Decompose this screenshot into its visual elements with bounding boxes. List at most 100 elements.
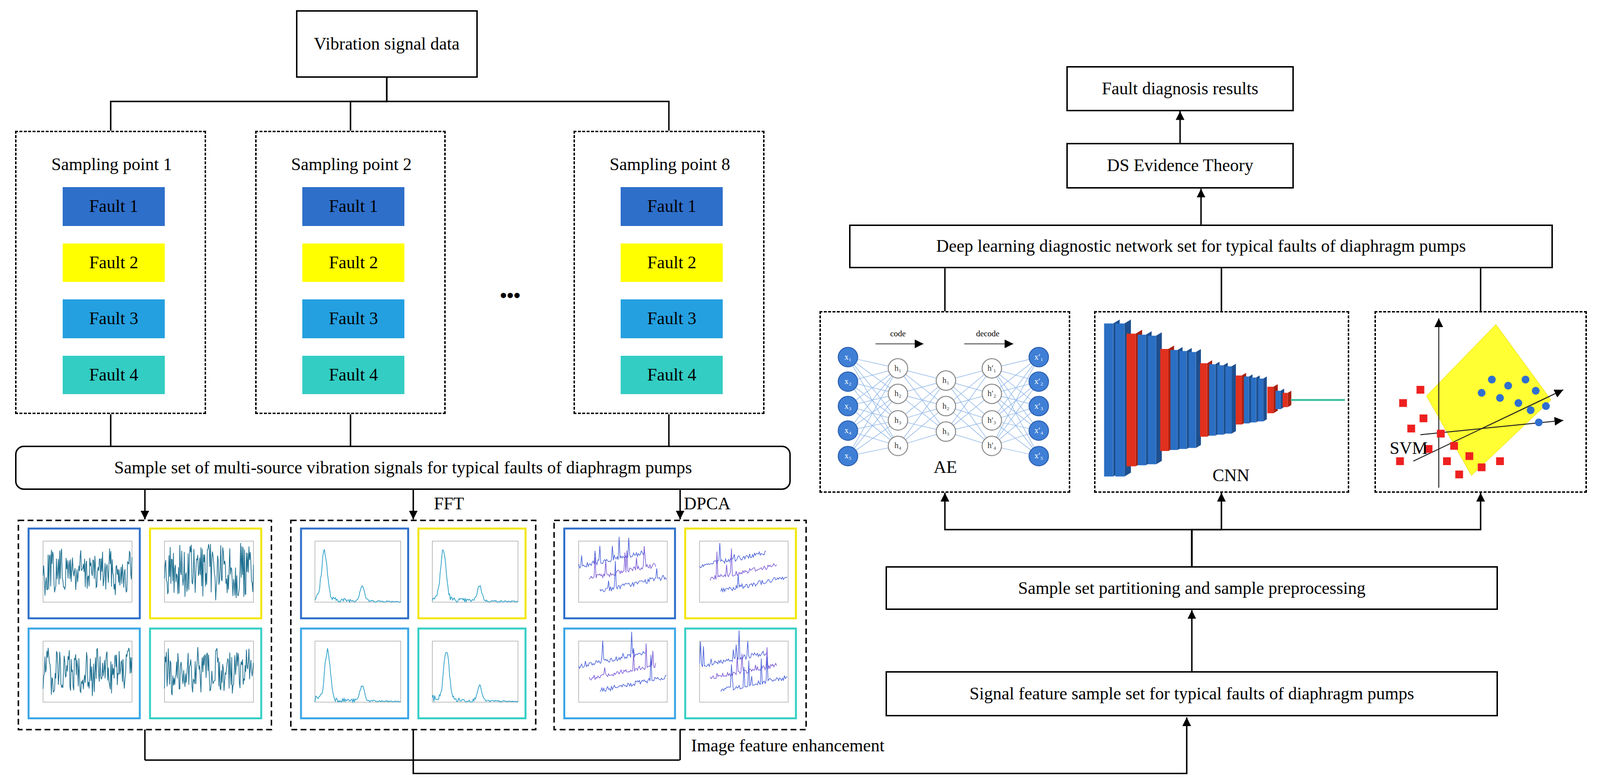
conv-layer — [1251, 377, 1256, 423]
class-sample — [1455, 470, 1463, 479]
neuron-label: h₂ — [894, 389, 902, 399]
box-label: Fault 4 — [647, 365, 697, 385]
bracket-line — [144, 759, 680, 762]
conv-layer — [1104, 323, 1114, 477]
conv-layer — [1243, 376, 1249, 424]
process-box: Signal feature sample set for typical fa… — [885, 671, 1498, 716]
conv-layer — [1137, 334, 1147, 466]
neuron-label: x′₂ — [1034, 377, 1044, 387]
neuron-label: h′₁ — [987, 364, 997, 374]
chart-thumbnail — [300, 528, 408, 619]
process-box: Sample set partitioning and sample prepr… — [885, 566, 1498, 610]
signal-trace — [164, 542, 254, 601]
box-label: Fault 2 — [88, 252, 139, 273]
plot-axes — [314, 641, 401, 703]
connector-line — [1479, 268, 1482, 312]
neuron-label: x′₄ — [1034, 426, 1044, 436]
spectrum-trace — [314, 549, 401, 603]
fault-box: Fault 2 — [62, 243, 165, 283]
plot-axes — [43, 641, 133, 703]
fault-box: Fault 1 — [620, 187, 723, 227]
neuron — [838, 371, 858, 392]
fault-box: Fault 1 — [302, 187, 405, 227]
conv-layer — [1275, 390, 1281, 410]
conv-layer — [1258, 378, 1264, 422]
panel-frame — [18, 520, 272, 730]
dpca-trace — [589, 545, 656, 580]
fault-box: Fault 4 — [62, 355, 165, 395]
neuron-label: x′₅ — [1034, 451, 1044, 461]
class-sample — [1487, 375, 1496, 384]
neuron — [982, 358, 1002, 379]
box-label: Fault 3 — [329, 308, 379, 329]
class-sample — [1407, 424, 1416, 433]
dpca-trace — [699, 630, 766, 667]
connector-line — [110, 77, 387, 131]
chart-thumbnail — [564, 528, 676, 619]
box-label: DS Evidence Theory — [1106, 155, 1253, 176]
box-label: Sample set of multi-source vibration sig… — [114, 457, 693, 478]
neuron — [888, 410, 908, 431]
neuron-label: x′₃ — [1034, 401, 1044, 411]
class-sample — [1419, 414, 1428, 423]
class-sample — [1436, 429, 1445, 438]
chart-thumbnail — [564, 628, 676, 719]
plot-axes — [432, 641, 518, 703]
neuron — [1028, 396, 1049, 417]
conv-layer — [1209, 364, 1216, 436]
box-label: Fault diagnosis results — [1101, 78, 1259, 99]
box-label: Fault 1 — [329, 196, 379, 217]
flow-arrow — [413, 717, 1187, 774]
chart-thumbnail — [28, 528, 140, 619]
direction-arrow — [964, 343, 1014, 345]
connector-line — [1220, 268, 1223, 312]
class-sample — [1534, 418, 1543, 427]
connector-line — [944, 268, 946, 312]
fault-box: Fault 4 — [620, 355, 723, 395]
autoencoder-illustration — [838, 344, 1049, 467]
connector-arrow — [1200, 188, 1202, 225]
class-sample — [1514, 399, 1523, 407]
connector-arrow — [1191, 609, 1193, 672]
panel-frame — [554, 520, 807, 730]
pool-layer — [1267, 386, 1274, 414]
neuron-label: x₃ — [844, 401, 852, 411]
neuron-label: h′₂ — [987, 389, 997, 399]
sample-set-box: Sample set of multi-source vibration sig… — [15, 445, 791, 490]
fault-box: Fault 2 — [302, 243, 405, 283]
fault-box: Fault 3 — [62, 299, 165, 339]
axis — [1413, 389, 1564, 462]
class-sample — [1465, 452, 1474, 460]
box-label: Fault 3 — [647, 308, 697, 329]
fault-box: Fault 3 — [620, 299, 723, 339]
group-box: CNN — [1094, 311, 1350, 493]
neuron — [936, 396, 956, 417]
class-sample — [1542, 402, 1550, 411]
neuron — [888, 383, 908, 404]
class-sample — [1396, 457, 1405, 466]
chart-thumbnail — [28, 628, 140, 719]
neuron — [1028, 347, 1049, 367]
neuron — [982, 410, 1002, 431]
chart-thumbnail — [300, 628, 408, 719]
box-label: Deep learning diagnostic network set for… — [936, 236, 1466, 257]
class-sample — [1416, 385, 1425, 394]
class-sample — [1495, 394, 1504, 402]
neuron-label: h₄ — [894, 441, 902, 451]
group-heading: Sampling point 8 — [609, 154, 731, 175]
box-label: Fault 2 — [329, 252, 379, 273]
box-label: Signal feature sample set for typical fa… — [969, 683, 1415, 704]
dpca-trace — [720, 574, 788, 592]
neuron — [888, 435, 908, 456]
plot-axes — [432, 540, 518, 603]
fault-box: Fault 4 — [302, 355, 405, 395]
neuron-label: x₁ — [844, 352, 852, 362]
neuron — [888, 358, 908, 379]
conv-layer — [1147, 335, 1157, 465]
conv-layer — [1115, 323, 1125, 477]
spectrum-trace — [314, 648, 401, 703]
bracket-line — [412, 729, 415, 761]
group-box: Fault 1Fault 2Fault 3Fault 4Sampling poi… — [255, 130, 447, 415]
